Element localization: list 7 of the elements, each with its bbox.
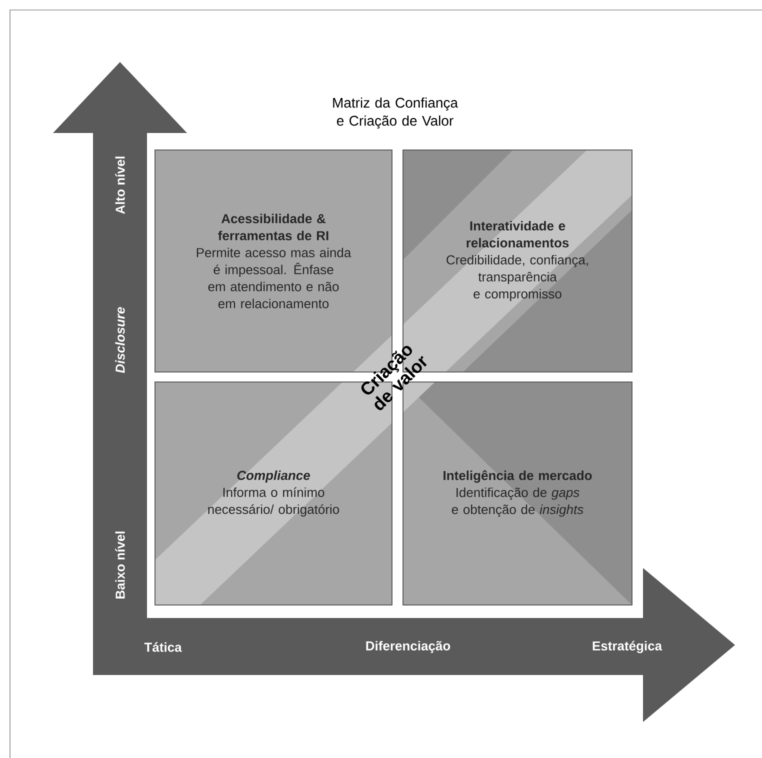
axis-label: Diferenciação: [366, 640, 450, 654]
axis-label: Baixo nível: [115, 532, 125, 598]
axis-label: Alto nível: [115, 156, 125, 214]
title: Matriz da Confiança e Criação de Valor: [333, 97, 458, 129]
axis-label: Disclosure: [115, 307, 125, 373]
axis-label: Estratégica: [592, 640, 662, 654]
axis-label: Tática: [144, 642, 182, 652]
